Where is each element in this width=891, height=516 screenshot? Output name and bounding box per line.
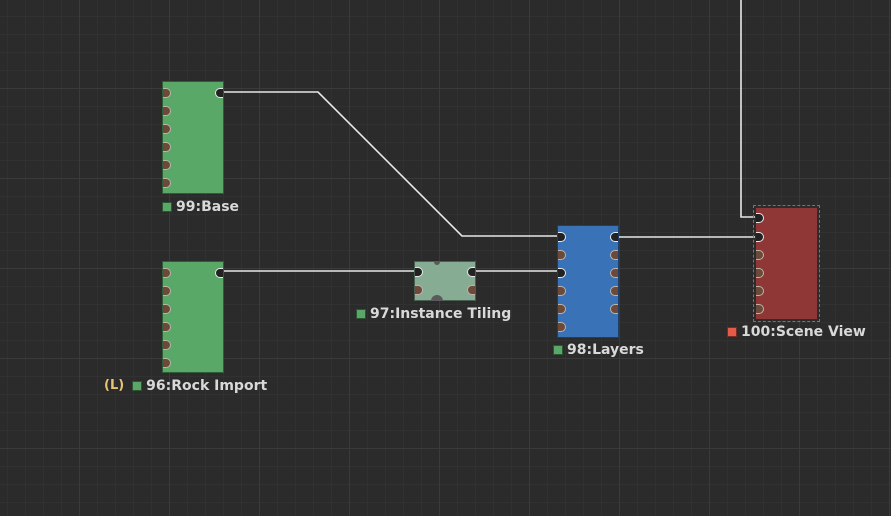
input-port[interactable] — [756, 213, 764, 223]
status-swatch — [356, 309, 366, 319]
status-swatch — [727, 327, 737, 337]
output-port[interactable] — [467, 285, 475, 295]
wire-base-to-layers[interactable] — [222, 91, 560, 237]
bottom-connector-icon[interactable] — [431, 295, 443, 301]
node-layers[interactable] — [557, 225, 619, 338]
input-port[interactable] — [163, 160, 171, 170]
node-label-layers: 98:Layers — [553, 342, 644, 358]
status-swatch — [132, 381, 143, 391]
output-port[interactable] — [610, 232, 618, 242]
input-port[interactable] — [163, 106, 171, 116]
lock-tag: (L) — [104, 378, 125, 393]
node-title: 97:Instance Tiling — [370, 306, 512, 322]
node-scene-view[interactable] — [755, 207, 818, 320]
selection-outline — [753, 205, 820, 322]
input-port[interactable] — [163, 142, 171, 152]
status-swatch — [162, 202, 172, 212]
output-port[interactable] — [610, 250, 618, 260]
output-port[interactable] — [215, 88, 223, 98]
input-port[interactable] — [558, 232, 566, 242]
input-port[interactable] — [558, 268, 566, 278]
input-port[interactable] — [756, 250, 764, 260]
node-rock-import[interactable] — [162, 261, 224, 373]
output-port[interactable] — [610, 286, 618, 296]
wire-offscreen-to-scene-view[interactable] — [740, 0, 757, 218]
input-port[interactable] — [415, 267, 423, 277]
input-port[interactable] — [415, 285, 423, 295]
status-swatch — [553, 345, 563, 355]
input-port[interactable] — [163, 304, 171, 314]
node-instance-tiling[interactable] — [414, 261, 476, 301]
input-port[interactable] — [163, 358, 171, 368]
input-port[interactable] — [163, 88, 171, 98]
node-label-scene-view: 100:Scene View — [727, 324, 866, 340]
input-port[interactable] — [163, 322, 171, 332]
output-port[interactable] — [610, 268, 618, 278]
input-port[interactable] — [163, 124, 171, 134]
node-label-base: 99:Base — [162, 199, 239, 215]
node-title: 100:Scene View — [741, 324, 866, 340]
input-port[interactable] — [163, 340, 171, 350]
input-port[interactable] — [163, 178, 171, 188]
node-label-instance-tiling: 97:Instance Tiling — [356, 306, 511, 322]
input-port[interactable] — [756, 286, 764, 296]
input-port[interactable] — [163, 286, 171, 296]
input-port[interactable] — [558, 322, 566, 332]
input-port[interactable] — [558, 304, 566, 314]
node-label-rock-import: (L) 96:Rock Import — [104, 378, 267, 394]
input-port[interactable] — [756, 232, 764, 242]
input-port[interactable] — [558, 250, 566, 260]
node-base[interactable] — [162, 81, 224, 194]
input-port[interactable] — [558, 286, 566, 296]
node-title: 96:Rock Import — [146, 378, 268, 394]
output-port[interactable] — [467, 267, 475, 277]
top-connector-icon[interactable] — [434, 261, 440, 265]
input-port[interactable] — [756, 304, 764, 314]
node-title: 99:Base — [176, 199, 240, 215]
input-port[interactable] — [756, 268, 764, 278]
node-title: 98:Layers — [567, 342, 644, 358]
input-port[interactable] — [163, 268, 171, 278]
output-port[interactable] — [610, 304, 618, 314]
output-port[interactable] — [215, 268, 223, 278]
